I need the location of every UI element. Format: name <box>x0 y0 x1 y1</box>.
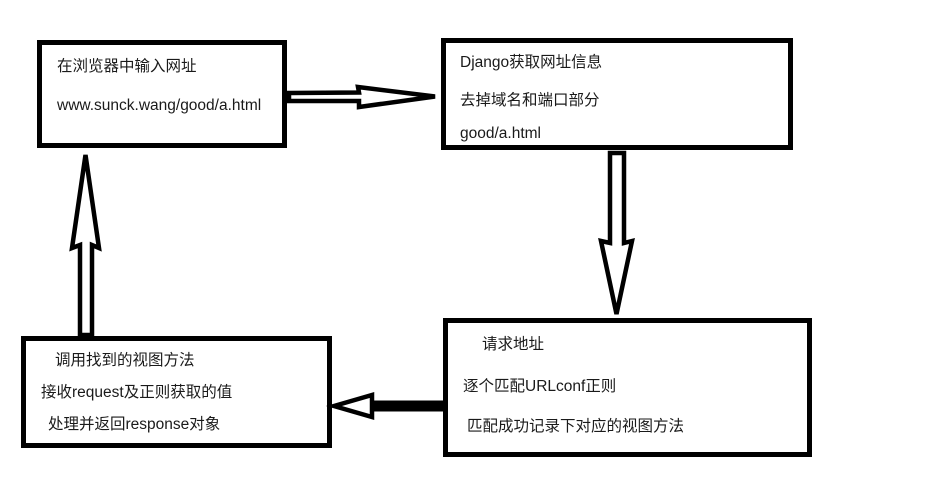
box-text-line: 逐个匹配URLconf正则 <box>463 378 617 395</box>
box-text-line: 匹配成功记录下对应的视图方法 <box>467 418 685 435</box>
flow-box-call-view: 调用找到的视图方法 接收request及正则获取的值 处理并返回response… <box>21 336 332 448</box>
box-text-line: www.sunck.wang/good/a.html <box>57 97 262 114</box>
box-text-line: Django获取网址信息 <box>460 54 603 71</box>
box-text-line: 处理并返回response对象 <box>48 416 221 433</box>
box-text-line: good/a.html <box>460 125 541 142</box>
box-text-line: 接收request及正则获取的值 <box>41 384 233 401</box>
arrow-left-icon <box>325 392 375 420</box>
arrow-right-icon <box>286 84 436 110</box>
box-text-line: 在浏览器中输入网址 <box>57 58 197 75</box>
box-text-line: 调用找到的视图方法 <box>55 352 195 369</box>
arrow-up-icon <box>69 154 102 338</box>
box-text-line: 去掉域名和端口部分 <box>460 92 600 109</box>
flow-box-django-fetch: Django获取网址信息 去掉域名和端口部分 good/a.html <box>441 38 793 150</box>
arrow-down-icon <box>598 150 635 315</box>
flow-box-browser-input: 在浏览器中输入网址 www.sunck.wang/good/a.html <box>37 40 287 148</box>
box-text-line: 请求地址 <box>482 336 545 353</box>
flow-box-request-match: 请求地址 逐个匹配URLconf正则 匹配成功记录下对应的视图方法 <box>443 318 812 457</box>
